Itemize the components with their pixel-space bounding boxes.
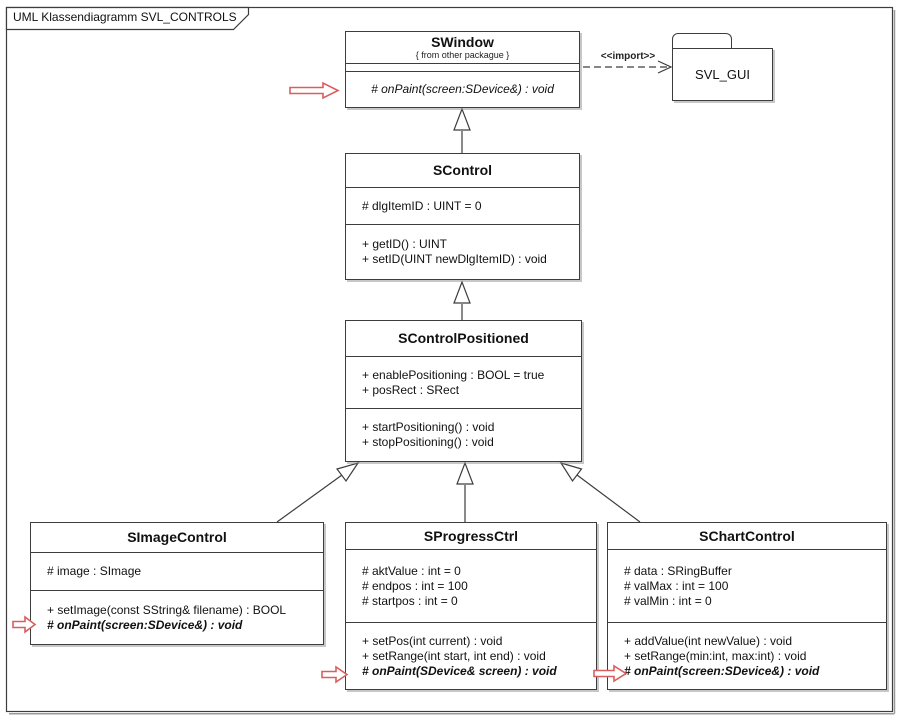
frame-border [5, 6, 894, 713]
member-line: # image : SImage [47, 564, 142, 578]
methods-compartment: + getID() : UINT+ setID(UINT newDlgItemI… [346, 225, 579, 279]
member-line: + setPos(int current) : void [362, 633, 503, 648]
member-line: + enablePositioning : BOOL = true [362, 367, 545, 382]
methods-compartment: + addValue(int newValue) : void+ setRang… [608, 623, 886, 689]
class-title: SChartControl [699, 527, 795, 544]
member-line: # valMax : int = 100 [624, 578, 729, 593]
member-line: # startpos : int = 0 [362, 593, 458, 608]
member-line: + stopPositioning() : void [362, 435, 494, 449]
member-line: + getID() : UINT [362, 237, 448, 251]
class-name-compartment: SImageControl [31, 523, 323, 553]
member-line: + setImage(const SString& filename) : BO… [47, 602, 287, 617]
generalization-line [576, 474, 641, 523]
member-line: # onPaint(screen:SDevice&) : void [47, 617, 243, 632]
generalization-line [276, 474, 343, 523]
generalization-triangle [453, 107, 471, 131]
class-swindow[interactable]: SWindow { from other packague } # onPain… [345, 31, 580, 108]
class-name-compartment: SControlPositioned [346, 321, 581, 357]
package-svl-gui[interactable]: SVL_GUI [672, 48, 773, 101]
attributes-compartment: # dlgItemID : UINT = 0 [346, 188, 579, 225]
class-title: SProgressCtrl [423, 527, 519, 544]
attributes-compartment: # data : SRingBuffer# valMax : int = 100… [608, 550, 886, 623]
member-line: + setRange(min:int, max:int) : void [624, 648, 807, 663]
class-scontrol[interactable]: SControl # dlgItemID : UINT = 0 + getID(… [345, 153, 580, 280]
member-line: + setRange(int start, int end) : void [362, 648, 546, 663]
class-simagecontrol[interactable]: SImageControl # image : SImage + setImag… [30, 522, 324, 645]
generalization-triangle [335, 461, 360, 483]
import-stereotype-label: <<import>> [600, 51, 656, 62]
attributes-compartment [346, 64, 579, 72]
methods-compartment: + setPos(int current) : void+ setRange(i… [346, 623, 596, 689]
frame-title: UML Klassendiagramm SVL_CONTROLS [13, 10, 237, 24]
member-line: + addValue(int newValue) : void [624, 633, 792, 648]
generalization-triangle [456, 461, 474, 485]
member-line: + setID(UINT newDlgItemID) : void [362, 252, 547, 266]
class-scontrolpositioned[interactable]: SControlPositioned + enablePositioning :… [345, 320, 582, 462]
class-schartcontrol[interactable]: SChartControl # data : SRingBuffer# valM… [607, 522, 887, 690]
member-line: # valMin : int = 0 [624, 593, 712, 608]
methods-compartment: + setImage(const SString& filename) : BO… [31, 591, 323, 644]
member-line: + posRect : SRect [362, 382, 460, 397]
frame-label-shape [5, 6, 250, 31]
import-open-arrowhead [657, 60, 673, 74]
member-line: # onPaint(screen:SDevice&) : void [371, 82, 554, 96]
member-line: # onPaint(screen:SDevice&) : void [624, 663, 820, 678]
class-sprogressctrl[interactable]: SProgressCtrl # aktValue : int = 0# endp… [345, 522, 597, 690]
class-subtitle: { from other packague } [415, 50, 510, 60]
class-name-compartment: SWindow { from other packague } [346, 32, 579, 64]
member-line: # data : SRingBuffer [624, 563, 732, 578]
member-line: # aktValue : int = 0 [362, 563, 461, 578]
class-title: SControl [432, 162, 493, 178]
generalization-triangle [453, 280, 471, 304]
member-line: # onPaint(SDevice& screen) : void [362, 663, 557, 678]
attributes-compartment: + enablePositioning : BOOL = true+ posRe… [346, 357, 581, 409]
class-title: SImageControl [127, 529, 227, 545]
package-tab [672, 33, 732, 48]
member-line: # endpos : int = 100 [362, 578, 468, 593]
member-line: + startPositioning() : void [362, 420, 495, 434]
attributes-compartment: # aktValue : int = 0# endpos : int = 100… [346, 550, 596, 623]
generalization-triangle [559, 461, 583, 483]
methods-compartment: + startPositioning() : void+ stopPositio… [346, 409, 581, 461]
attributes-compartment: # image : SImage [31, 553, 323, 591]
methods-compartment: # onPaint(screen:SDevice&) : void [346, 72, 579, 107]
class-title: SControlPositioned [398, 330, 529, 346]
class-name-compartment: SChartControl [608, 523, 886, 550]
package-name: SVL_GUI [695, 67, 750, 82]
class-name-compartment: SProgressCtrl [346, 523, 596, 550]
member-line: # dlgItemID : UINT = 0 [362, 198, 482, 213]
class-title: SWindow [431, 34, 494, 50]
class-name-compartment: SControl [346, 154, 579, 188]
